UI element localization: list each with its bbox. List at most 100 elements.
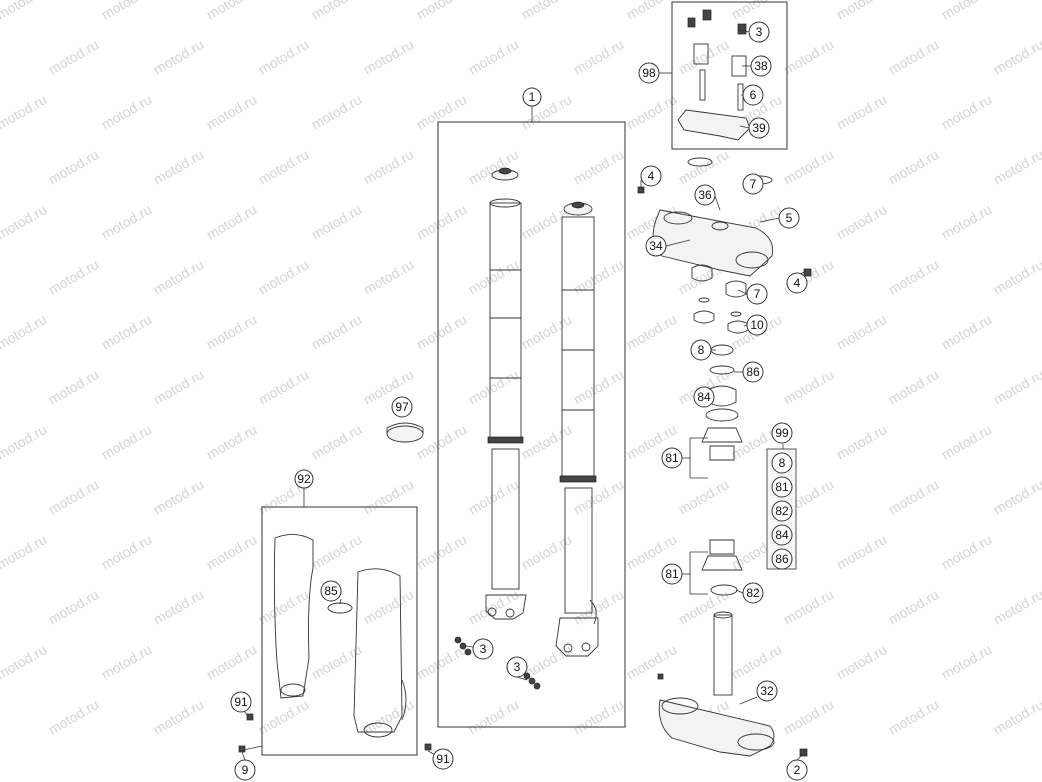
watermark-text: motod.ru: [361, 146, 417, 187]
svg-text:5: 5: [786, 211, 793, 225]
callout-97: 97: [391, 396, 413, 418]
watermark-text: motod.ru: [414, 91, 470, 132]
leader-lines: [241, 29, 805, 761]
watermark-text: motod.ru: [939, 91, 995, 132]
left-fork-leg: [485, 167, 527, 620]
callout-91-right: 91: [432, 748, 454, 770]
watermark-text: motod.ru: [204, 201, 260, 242]
watermark-text: motod.ru: [414, 0, 470, 23]
svg-text:10: 10: [750, 318, 764, 332]
kit-99-item: 81: [771, 476, 793, 498]
watermark-text: motod.ru: [886, 476, 942, 517]
svg-text:7: 7: [754, 287, 761, 301]
watermark-text: motod.ru: [991, 366, 1042, 407]
watermark-text: motod.ru: [939, 421, 995, 462]
watermark-text: motod.ru: [991, 586, 1042, 627]
watermark-text: motod.ru: [99, 641, 155, 682]
watermark-text: motod.ru: [151, 586, 207, 627]
watermark-text: motod.ru: [991, 146, 1042, 187]
watermark-text: motod.ru: [204, 421, 260, 462]
callout-1: 1: [522, 87, 542, 107]
watermark-text: motod.ru: [466, 256, 522, 297]
kit-99-item: 84: [771, 524, 793, 546]
callout-3-top: 3: [748, 21, 770, 43]
watermark-text: motod.ru: [781, 366, 837, 407]
watermark-text: motod.ru: [309, 311, 365, 352]
svg-text:85: 85: [324, 584, 338, 598]
callout-34: 34: [645, 235, 667, 257]
watermark-text: motod.ru: [361, 586, 417, 627]
callout-39: 39: [748, 117, 770, 139]
callout-2: 2: [786, 759, 808, 781]
watermark-text: motod.ru: [99, 0, 155, 23]
watermark-text: motod.ru: [939, 311, 995, 352]
watermark-text: motod.ru: [46, 366, 102, 407]
watermark-text: motod.ru: [466, 366, 522, 407]
callout-38: 38: [750, 55, 772, 77]
watermark-text: motod.ru: [571, 366, 627, 407]
watermark-text: motod.ru: [256, 366, 312, 407]
watermark-text: motod.ru: [729, 641, 785, 682]
svg-text:32: 32: [760, 684, 774, 698]
svg-text:4: 4: [648, 169, 655, 183]
handlebar-clamp-kit-frame: [671, 1, 788, 150]
callout-7-lower: 7: [746, 283, 768, 305]
callout-3-right: 3: [506, 656, 528, 678]
svg-text:81: 81: [665, 567, 679, 581]
watermark-text: motod.ru: [46, 586, 102, 627]
svg-text:8: 8: [698, 343, 705, 357]
svg-text:97: 97: [395, 400, 409, 414]
watermark-text: motod.ru: [886, 256, 942, 297]
watermark-text: motod.ru: [256, 146, 312, 187]
watermark-text: motod.ru: [46, 696, 102, 737]
watermark-text: motod.ru: [991, 696, 1042, 737]
callout-8: 8: [690, 339, 712, 361]
watermark-text: motod.ru: [204, 531, 260, 572]
watermark-text: motod.ru: [0, 531, 49, 572]
watermark-text: motod.ru: [886, 36, 942, 77]
watermark-text: motod.ru: [204, 0, 260, 23]
callout-84: 84: [693, 386, 715, 408]
callout-36: 36: [694, 184, 716, 206]
watermark-text: motod.ru: [46, 146, 102, 187]
svg-text:7: 7: [750, 177, 757, 191]
watermark-text: motod.ru: [991, 476, 1042, 517]
watermark-text: motod.ru: [624, 311, 680, 352]
watermark-text: motod.ru: [256, 586, 312, 627]
watermark-text: motod.ru: [991, 256, 1042, 297]
svg-text:38: 38: [754, 59, 768, 73]
handlebar-clamps: [677, 9, 751, 141]
watermark-text: motod.ru: [414, 311, 470, 352]
callout-82: 82: [742, 582, 764, 604]
svg-text:39: 39: [752, 121, 766, 135]
watermark-text: motod.ru: [781, 696, 837, 737]
watermark-text: motod.ru: [834, 421, 890, 462]
callout-98: 98: [638, 62, 660, 84]
watermark-text: motod.ru: [834, 531, 890, 572]
svg-text:1: 1: [529, 90, 536, 104]
fork-protectors: [273, 534, 407, 738]
svg-text:86: 86: [746, 365, 760, 379]
callout-32: 32: [756, 680, 778, 702]
kit-99-item-label: 82: [775, 504, 789, 518]
svg-text:6: 6: [750, 88, 757, 102]
callout-3-left: 3: [472, 638, 494, 660]
steering-head-cover: [386, 422, 424, 443]
axle-nuts-right: [523, 672, 541, 690]
watermark-text: motod.ru: [676, 476, 732, 517]
watermark-text: motod.ru: [204, 311, 260, 352]
svg-text:3: 3: [514, 660, 521, 674]
watermark-text: motod.ru: [151, 696, 207, 737]
callout-6: 6: [742, 84, 764, 106]
watermark-text: motod.ru: [0, 311, 49, 352]
svg-text:91: 91: [234, 695, 248, 709]
callout-9: 9: [234, 759, 256, 781]
fork-assembly-frame: [437, 121, 626, 728]
right-fork-leg: [555, 201, 599, 657]
watermark-text: motod.ru: [939, 0, 995, 23]
watermark-text: motod.ru: [676, 146, 732, 187]
watermark-text: motod.ru: [46, 256, 102, 297]
watermark-text: motod.ru: [151, 256, 207, 297]
svg-text:3: 3: [756, 25, 763, 39]
